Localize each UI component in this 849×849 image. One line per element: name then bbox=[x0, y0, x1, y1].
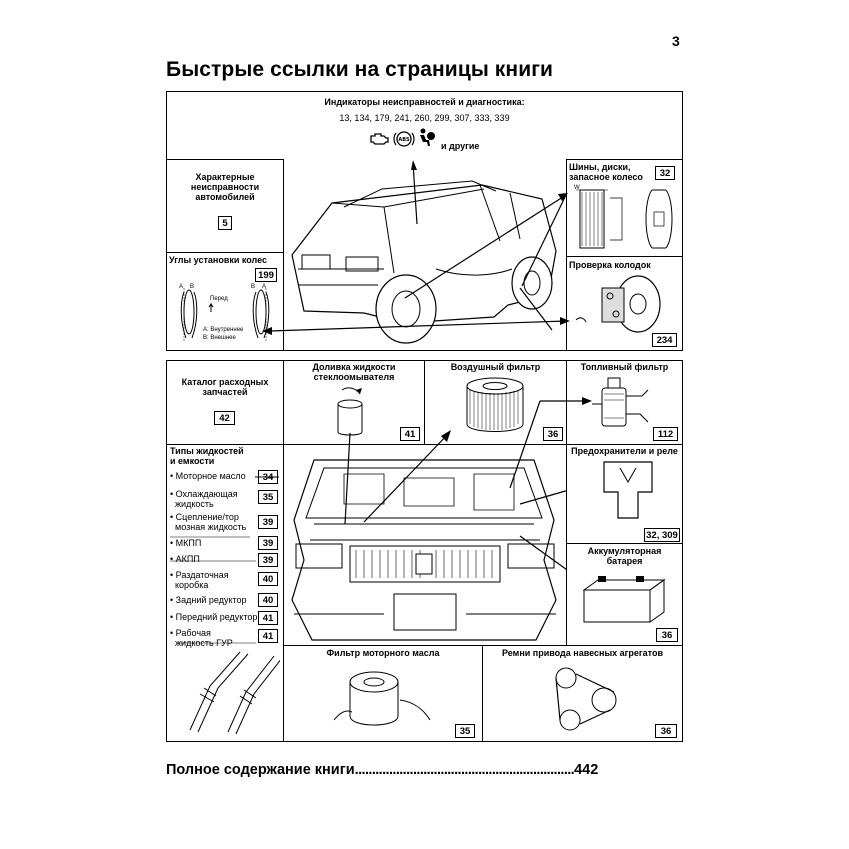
brakes-ref[interactable]: 234 bbox=[652, 333, 677, 347]
air-filter-header: Воздушный фильтр bbox=[450, 362, 541, 372]
tire-illustration bbox=[570, 184, 680, 254]
suv-illustration bbox=[284, 159, 566, 351]
washer-ref[interactable]: 41 bbox=[400, 427, 420, 441]
belts-header: Ремни привода навесных агрегатов bbox=[502, 648, 663, 658]
fuel-filter-ref[interactable]: 112 bbox=[653, 427, 678, 441]
air-filter-illustration bbox=[460, 374, 530, 438]
fluid-ref-power-steering[interactable]: 41 bbox=[258, 629, 278, 643]
diagnostics-header: Индикаторы неисправностей и диагностика: bbox=[324, 97, 525, 107]
alignment-label-a-left: A bbox=[179, 284, 184, 290]
fuses-header: Предохранители и реле bbox=[571, 446, 678, 456]
brakes-header: Проверка колодок bbox=[569, 260, 651, 270]
diagnostics-others: и другие bbox=[441, 141, 480, 151]
malfunctions-ref[interactable]: 5 bbox=[218, 216, 232, 230]
fuses-ref[interactable]: 32, 309 bbox=[644, 528, 680, 542]
fluid-ref-engine-oil[interactable]: 34 bbox=[258, 470, 278, 484]
alignment-inner-label: A: Внутреннее bbox=[203, 327, 244, 333]
fluid-ref-automatic-transmission[interactable]: 39 bbox=[258, 553, 278, 567]
fluid-item-power-steering: • Рабочая жидкость ГУР bbox=[170, 628, 233, 648]
fluid-item-front-differential: • Передний редуктор bbox=[170, 612, 258, 622]
oil-filter-header: Фильтр моторного масла bbox=[326, 648, 440, 658]
diagnostics-pages[interactable]: 13, 134, 179, 241, 260, 299, 307, 333, 3… bbox=[339, 113, 510, 123]
alignment-label-a-right: A bbox=[262, 284, 267, 290]
malfunctions-label: Характерные неисправности автомобилей bbox=[190, 172, 260, 202]
footer-page: 442 bbox=[574, 762, 599, 778]
washer-illustration bbox=[328, 384, 378, 440]
svg-text:ABS: ABS bbox=[398, 137, 410, 143]
fuel-filter-illustration bbox=[588, 374, 658, 438]
fluid-ref-transfer-case[interactable]: 40 bbox=[258, 572, 278, 586]
fluid-ref-rear-differential[interactable]: 40 bbox=[258, 593, 278, 607]
alignment-outer-label: B: Внешнее bbox=[203, 335, 236, 341]
fluid-item-manual-transmission: • МКПП bbox=[170, 538, 202, 548]
fluid-item-automatic-transmission: • АКПП bbox=[170, 554, 200, 564]
consumables-ref[interactable]: 42 bbox=[214, 411, 235, 425]
airbag-icon bbox=[417, 128, 435, 148]
consumables-cell bbox=[166, 360, 284, 445]
washer-label: Доливка жидкости стеклоомывателя bbox=[312, 362, 396, 382]
fuel-filter-header: Топливный фильтр bbox=[580, 362, 669, 372]
consumables-label: Каталог расходных запчастей bbox=[181, 377, 269, 397]
tire-w-label: W bbox=[574, 185, 580, 191]
alignment-label-b-left: B bbox=[190, 284, 195, 290]
battery-ref[interactable]: 36 bbox=[656, 628, 678, 642]
tires-label: Шины, диски, запасное колесо bbox=[569, 162, 643, 182]
tires-ref[interactable]: 32 bbox=[655, 166, 675, 180]
footer-dots: ........................................… bbox=[354, 762, 575, 778]
footer-label: Полное содержание книги bbox=[166, 762, 355, 778]
fluid-ref-front-differential[interactable]: 41 bbox=[258, 611, 278, 625]
page-number: 3 bbox=[672, 33, 680, 49]
dipstick-illustration bbox=[170, 650, 280, 738]
alignment-label-b-right: B bbox=[251, 284, 256, 290]
brake-illustration bbox=[572, 272, 678, 336]
fluid-item-brake-clutch: • Сцепление/тор мозная жидкость bbox=[170, 512, 247, 532]
belt-illustration bbox=[530, 660, 640, 736]
oil-filter-ref[interactable]: 35 bbox=[455, 724, 475, 738]
alignment-header: Углы установки колес bbox=[169, 255, 268, 265]
abs-icon: ABS bbox=[393, 130, 415, 148]
alignment-ref[interactable]: 199 bbox=[255, 268, 277, 282]
fluid-ref-brake-clutch[interactable]: 39 bbox=[258, 515, 278, 529]
air-filter-ref[interactable]: 36 bbox=[543, 427, 563, 441]
fluid-ref-coolant[interactable]: 35 bbox=[258, 490, 278, 504]
page-title: Быстрые ссылки на страницы книги bbox=[166, 58, 554, 81]
fluid-ref-manual-transmission[interactable]: 39 bbox=[258, 536, 278, 550]
fuses-cell bbox=[566, 444, 683, 544]
belts-cell bbox=[482, 645, 683, 742]
battery-label: Аккумуляторная батарея bbox=[587, 546, 662, 566]
fuse-illustration bbox=[598, 458, 658, 522]
fluid-item-coolant: • Охлаждающая жидкость bbox=[170, 489, 238, 509]
alignment-front-label: Перед bbox=[210, 296, 228, 302]
oil-filter-illustration bbox=[330, 660, 440, 736]
belts-ref[interactable]: 36 bbox=[655, 724, 677, 738]
fluids-header: Типы жидкостей и емкости bbox=[170, 446, 244, 466]
malfunctions-cell bbox=[166, 159, 284, 253]
fluid-item-engine-oil: • Моторное масло bbox=[170, 471, 246, 481]
fluid-item-transfer-case: • Раздаточная коробка bbox=[170, 570, 229, 590]
check-engine-icon bbox=[368, 132, 390, 146]
fluid-item-rear-differential: • Задний редуктор bbox=[170, 595, 247, 605]
battery-illustration bbox=[578, 570, 674, 626]
table-of-contents-link[interactable]: Полное содержание книги.................… bbox=[166, 762, 686, 778]
engine-bay-illustration bbox=[284, 444, 566, 644]
